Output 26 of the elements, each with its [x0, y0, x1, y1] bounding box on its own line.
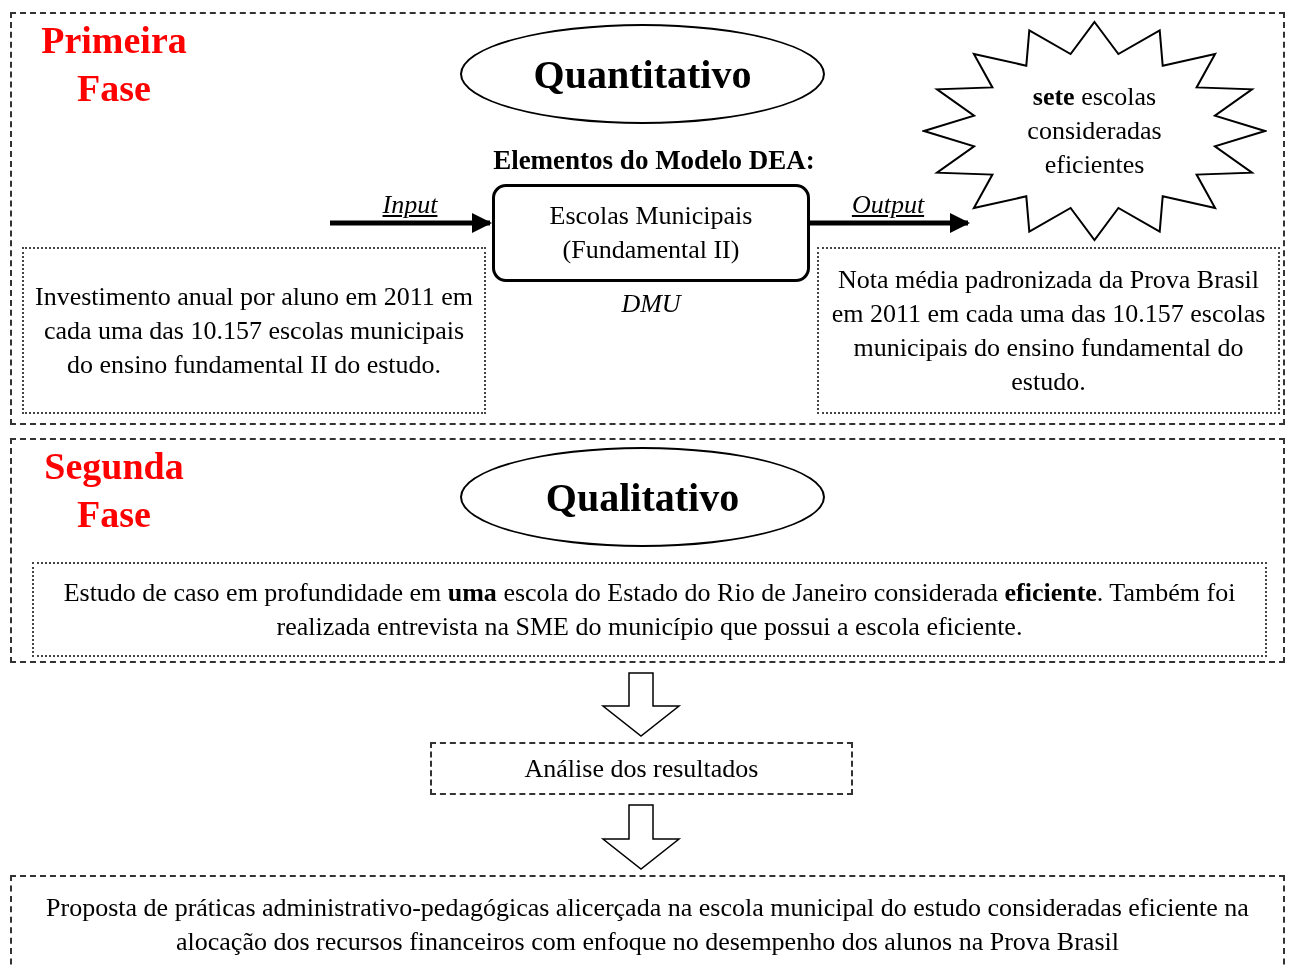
- description-box: [817, 247, 1280, 414]
- phase-panel: [10, 12, 1285, 425]
- arrow: [330, 213, 492, 233]
- arrow: [600, 804, 682, 870]
- method-ellipse: [460, 24, 825, 124]
- box-text: Escolas Municipais (Fundamental II): [548, 200, 754, 266]
- box-text: Estudo de caso em profundidade em uma escola do Estado do Rio de Janeiro considerada eficiente. Também foi realizada entrevista na SME do município que possui a escola eficiente.: [62, 576, 1237, 643]
- phase-title: Segunda Fase: [43, 444, 185, 537]
- box-text: Análise dos resultados: [524, 752, 759, 785]
- process-box: [430, 742, 853, 795]
- arrow: [600, 672, 682, 737]
- phase-panel: [10, 438, 1285, 663]
- process-box: [10, 875, 1285, 967]
- box-text: Proposta de práticas administrativo-pedagógicas alicerçada na escola municipal do estudo consideradas eficiente na alocação dos recursos financeiros com enfoque no desempenho dos alunos na Prova Brasil: [45, 892, 1250, 958]
- phase-title: Primeira Fase: [40, 18, 188, 111]
- description-box: [32, 562, 1267, 657]
- description-box: [22, 247, 486, 414]
- box-text: Nota média padronizada da Prova Brasil em 2011 em cada uma das 10.157 escolas municipais do ensino fundamental do estudo.: [830, 263, 1267, 398]
- arrow: [808, 213, 970, 233]
- method-title: Quantitativo: [533, 50, 752, 98]
- dmu-label: DMU: [620, 288, 683, 320]
- box-text: Investimento anual por aluno em 2011 em cada uma das 10.157 escolas municipais do ensino fundamental II do estudo.: [34, 280, 474, 381]
- starburst-text: sete escolas consideradas eficientes: [1026, 81, 1163, 181]
- box-heading: Elementos do Modelo DEA:: [492, 144, 816, 177]
- method-title: Qualitativo: [545, 473, 740, 521]
- method-ellipse: [460, 447, 825, 547]
